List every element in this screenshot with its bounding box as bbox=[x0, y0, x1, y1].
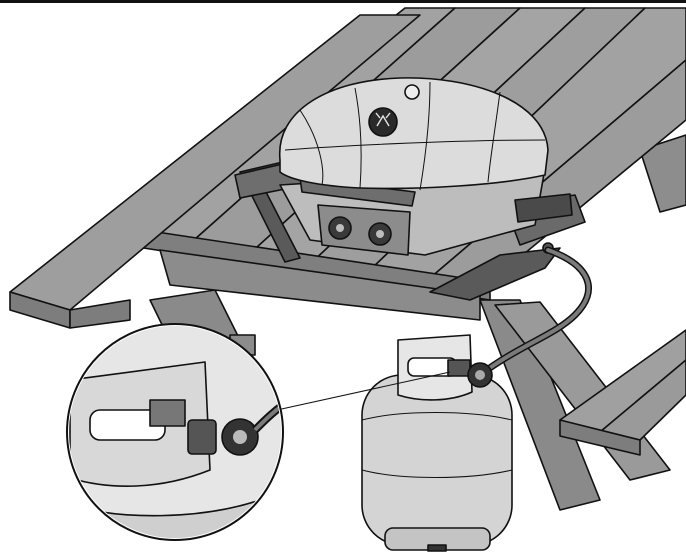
lid-rib-mid-left bbox=[354, 87, 362, 189]
tank-seam-top bbox=[361, 412, 513, 421]
thermometer-icon bbox=[404, 84, 420, 100]
zoom-valve bbox=[149, 399, 186, 427]
tank-foot-slot bbox=[427, 544, 447, 552]
gas-hose-inner bbox=[478, 248, 591, 377]
zoom-coupling-center bbox=[233, 430, 247, 444]
zoom-leader-line bbox=[276, 371, 451, 411]
tank-seam-mid bbox=[361, 469, 513, 478]
left-knob-center bbox=[336, 224, 344, 232]
bench-right-front bbox=[559, 419, 641, 456]
tank-valve bbox=[447, 359, 471, 377]
table-leg-back bbox=[639, 134, 686, 213]
propane-tank bbox=[361, 334, 513, 552]
lid-rib-mid-right bbox=[419, 81, 431, 191]
deer-emblem-icon bbox=[368, 107, 398, 137]
portable-grill bbox=[234, 77, 586, 301]
lid-crease bbox=[284, 139, 546, 151]
tabletop-apron bbox=[159, 249, 481, 321]
lid-rib-right bbox=[487, 91, 501, 183]
coupling-nut-center bbox=[475, 370, 485, 380]
bench-left-front-2 bbox=[69, 299, 131, 329]
lid-rib-left bbox=[299, 109, 324, 186]
zoom-hose-inner bbox=[253, 398, 281, 432]
zoom-detail-circle bbox=[66, 323, 284, 541]
grill-right-leg bbox=[429, 247, 561, 301]
zoom-coupling-body bbox=[187, 419, 217, 455]
grill-regulator bbox=[514, 193, 573, 223]
frame-top-edge bbox=[0, 0, 686, 3]
deer-emblem-mark bbox=[375, 112, 391, 127]
grill-lid bbox=[279, 77, 549, 190]
right-knob-center bbox=[376, 230, 384, 238]
